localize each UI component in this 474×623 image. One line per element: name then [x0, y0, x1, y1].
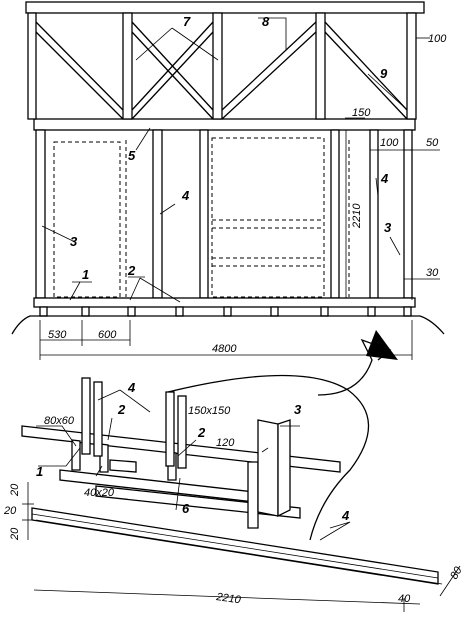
sill-beam	[33, 297, 416, 308]
dim-80: 80	[448, 564, 465, 581]
dim-2210-vertical	[340, 129, 352, 299]
label-3-left: 3	[70, 234, 78, 249]
label-2-bottom-a: 2	[117, 402, 126, 417]
label-2-bottom-b: 2	[197, 425, 206, 440]
dimension-labels: 100 150 100 50 2210 30 530 600 4800 80x6…	[3, 33, 465, 606]
label-7: 7	[183, 14, 191, 29]
hidden-panels	[53, 137, 350, 298]
dim-100-right: 100	[380, 137, 399, 149]
wall-studs	[35, 129, 413, 299]
dim-150: 150	[352, 107, 371, 119]
top-plate	[25, 1, 425, 14]
dim-530: 530	[48, 329, 67, 341]
label-4-mid: 4	[181, 188, 190, 203]
label-1-top: 1	[82, 267, 89, 282]
dim-2210-plank: 2210	[215, 591, 243, 607]
part-labels: 7 8 9 5 4 4 3 3 1 2 4 2 3 2 1 6 4	[36, 14, 392, 523]
dim-4800: 4800	[212, 343, 237, 355]
ground-line	[11, 315, 445, 335]
dim-40x20: 40x20	[84, 487, 115, 499]
leaders-upper	[41, 17, 430, 303]
dim-20-a: 20	[9, 483, 21, 497]
label-3-right: 3	[384, 220, 392, 235]
dim-600: 600	[98, 329, 117, 341]
dim-100-top: 100	[428, 33, 447, 45]
dim-40: 40	[398, 593, 411, 605]
dim-50: 50	[426, 137, 439, 149]
dim-right-offsets	[370, 130, 440, 300]
lintel-beam	[33, 118, 416, 131]
joist-ends	[39, 306, 412, 317]
floor-detail-isometric	[21, 377, 461, 612]
truss-diagonals	[35, 21, 408, 120]
label-2-top: 2	[127, 263, 136, 278]
dim-20-c: 20	[9, 527, 21, 541]
label-3-bottom: 3	[294, 402, 302, 417]
dim-horizontal	[39, 320, 413, 360]
label-4-right: 4	[380, 171, 389, 186]
label-1-bottom: 1	[36, 464, 43, 479]
truss-posts	[27, 12, 417, 120]
dim-120: 120	[216, 437, 235, 449]
label-6: 6	[182, 501, 190, 516]
dim-2210-vertical-text: 2210	[351, 203, 363, 229]
label-5: 5	[128, 148, 136, 163]
wall-elevation	[11, 1, 445, 360]
dim-150x150: 150x150	[188, 405, 231, 417]
leaders-lower	[36, 389, 351, 541]
detail-studs	[81, 377, 291, 518]
dim-80x60: 80x60	[44, 415, 75, 427]
label-8: 8	[262, 14, 270, 29]
dim-lower	[22, 482, 461, 612]
dim-20-b: 20	[3, 505, 17, 517]
detail-arrow	[167, 330, 398, 541]
label-4-plank: 4	[341, 508, 350, 523]
label-9: 9	[380, 66, 388, 81]
plank-detail	[31, 507, 443, 585]
label-4-bottom: 4	[127, 380, 136, 395]
dim-30: 30	[426, 267, 439, 279]
